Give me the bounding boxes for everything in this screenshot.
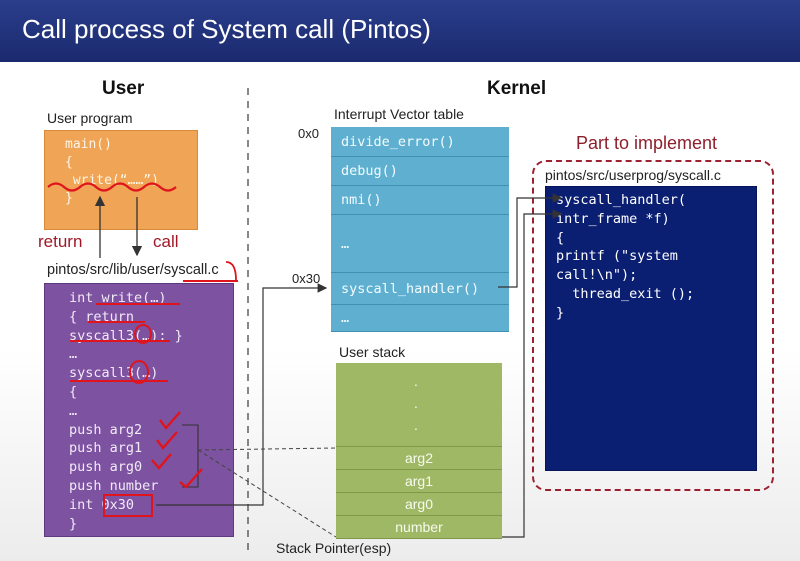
user-header: User	[102, 78, 145, 99]
stack-cell-arg0: arg0	[336, 493, 502, 516]
stack-dot: .	[414, 417, 418, 433]
ivt-cell: …	[331, 215, 509, 273]
stack-to-handler-connector	[502, 209, 563, 538]
addr-0x0: 0x0	[298, 126, 319, 141]
ivt-cell: nmi()	[331, 186, 509, 215]
int-0x30-connector	[156, 283, 328, 506]
ivt-to-handler-connector	[498, 193, 563, 288]
user-program-code: main() { write(“……”) }	[65, 137, 159, 206]
addr-0x30: 0x30	[292, 271, 321, 286]
annotation-circle-3a	[134, 324, 152, 344]
interrupt-vector-table: divide_error() debug() nmi() … syscall_h…	[331, 127, 509, 332]
annotation-check-arg0	[151, 453, 172, 470]
stack-cell-arg1: arg1	[336, 470, 502, 493]
stack-dot: .	[414, 395, 418, 411]
syscall-handler-box: syscall_handler( intr_frame *f) { printf…	[545, 186, 757, 471]
user-syscall-code: int write(…) { return syscall3(…); } … s…	[69, 290, 183, 532]
esp-label: Stack Pointer(esp)	[276, 540, 392, 556]
annotation-check-arg2	[159, 411, 181, 430]
stack-map-dashed-top	[197, 447, 337, 451]
ivt-cell: divide_error()	[331, 127, 509, 157]
stack-cell-arg2: arg2	[336, 447, 502, 470]
push-bracket	[182, 424, 199, 488]
user-program-box: main() { write(“……”) }	[44, 130, 198, 230]
kernel-header: Kernel	[487, 78, 547, 99]
ivt-cell: …	[331, 305, 509, 332]
annotation-circle-3b	[129, 360, 149, 384]
call-label: call	[153, 232, 179, 251]
annotation-path-hook	[225, 261, 237, 281]
user-stack: . . . arg2 arg1 arg0 number	[336, 363, 502, 539]
syscall-c-path: pintos/src/lib/user/syscall.c	[47, 262, 219, 278]
annotation-box-0x30	[103, 494, 153, 517]
annotation-check-arg1	[156, 431, 178, 450]
return-label: return	[38, 232, 83, 251]
slide-title: Call process of System call (Pintos)	[22, 14, 431, 44]
syscall-handler-code: syscall_handler( intr_frame *f) { printf…	[556, 192, 695, 321]
stack-cell-number: number	[336, 516, 502, 539]
stack-map-dashed-bottom	[197, 449, 337, 538]
ivt-cell: debug()	[331, 157, 509, 186]
stack-dot: .	[414, 373, 418, 389]
user-program-label: User program	[47, 110, 133, 126]
stack-dots-area: . . .	[336, 363, 502, 447]
user-stack-label: User stack	[339, 344, 406, 360]
part-to-implement-frame	[532, 160, 774, 491]
annotation-check-number	[179, 468, 203, 489]
handler-path: pintos/src/userprog/syscall.c	[545, 167, 721, 183]
annotation-write-underline	[47, 182, 177, 192]
ivt-label: Interrupt Vector table	[334, 106, 464, 122]
part-to-implement-label: Part to implement	[576, 133, 718, 153]
ivt-cell-syscall-handler: syscall_handler()	[331, 273, 509, 305]
title-bar: Call process of System call (Pintos)	[0, 0, 800, 62]
